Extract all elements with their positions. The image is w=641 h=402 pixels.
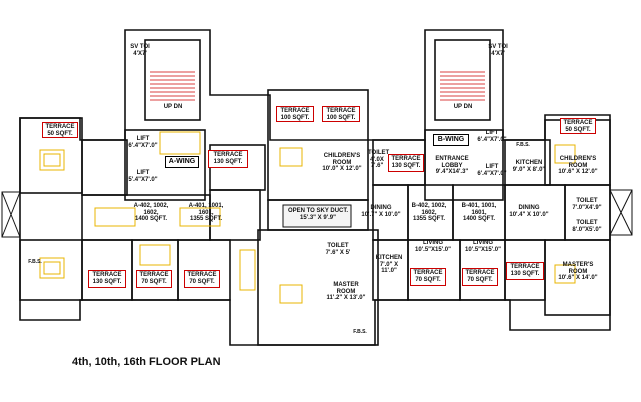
terrace-bottom-right-130: TERRACE 130 SQFT.: [506, 262, 544, 280]
terrace-top-right: TERRACE 50 SQFT.: [560, 118, 596, 134]
kitchen-right-label: KITCHEN 9'.0" X 8'.0": [512, 160, 546, 173]
terrace-center-100-right: TERRACE 100 SQFT.: [322, 106, 360, 122]
terrace-bottom-right-70a: TERRACE 70 SQFT.: [410, 268, 446, 286]
childrens-room-center-label: CHILDREN'S ROOM 10'.0" X 12'.0": [322, 153, 362, 172]
kitchen-middle-label: KITCHEN 7'.0" X 11'.0": [375, 255, 403, 274]
sv-toilet-left-label: SV TOI 4'X7': [130, 44, 150, 57]
living-2-label: LIVING 10'.5"X15'.0": [465, 240, 501, 253]
fbs-label-bottom: F.B.S.: [353, 329, 367, 335]
terrace-bottom-left-70a: TERRACE 70 SQFT.: [136, 270, 172, 288]
childrens-room-right-label: CHILDREN'S ROOM 10'.6" X 12'.0": [558, 156, 598, 175]
lift-3-label: LIFT 6'.4"X7'.0": [477, 130, 507, 143]
lift-2-label: LIFT 5'.4"X7'.0": [128, 170, 158, 183]
terrace-b-130: TERRACE 130 SQFT.: [388, 154, 424, 172]
unit-b402-label: B-402, 1002, 1602, 1355 SQFT.: [411, 203, 447, 222]
entrance-lobby-label: ENTRANCE LOBBY 9'.4"X14'.3": [435, 156, 469, 175]
fbs-label-left: F.B.S.: [28, 259, 42, 265]
terrace-bottom-left-130: TERRACE 130 SQFT.: [88, 270, 126, 288]
dining-right-label: DINING 10'.4" X 10'.0": [509, 205, 549, 218]
sv-toilet-right-label: SV TOI 4'X7': [488, 44, 508, 57]
unit-b401-label: B-401, 1001, 1601, 1400 SQFT.: [461, 203, 497, 222]
floor-plan-title: 4th, 10th, 16th FLOOR PLAN: [72, 356, 221, 368]
dining-center-label: DINING 10'.7" X 10'.0": [361, 205, 401, 218]
master-room-center-label: MASTER ROOM 11'.2" X 13'.0": [326, 282, 366, 301]
unit-a401-label: A-401, 1001, 1601, 1355 SQFT.: [188, 203, 224, 222]
stair-up-dn-left-label: UP DN: [163, 104, 183, 110]
terrace-bottom-right-70b: TERRACE 70 SQFT.: [462, 268, 498, 286]
terrace-bottom-left-70b: TERRACE 70 SQFT.: [184, 270, 220, 288]
terrace-top-left: TERRACE 50 SQFT.: [42, 122, 78, 138]
open-duct-label: OPEN TO SKY DUCT. 15'.3" X 9'.9": [287, 208, 349, 221]
lift-1-label: LIFT 6'.4"X7'.0": [128, 136, 158, 149]
a-wing-label: A-WING: [165, 156, 199, 168]
living-1-label: LIVING 10'.5"X15'.0": [415, 240, 451, 253]
lift-4-label: LIFT 6'.4"X7'.0": [477, 164, 507, 177]
master-room-right-label: MASTER'S ROOM 10'.6" X 14'.0": [558, 262, 598, 281]
b-wing-label: B-WING: [433, 134, 469, 146]
terrace-a-130: TERRACE 130 SQFT.: [208, 150, 248, 168]
toilet-center-label: TOILET 4'.0X 7'.6": [368, 150, 390, 169]
stair-up-dn-right-label: UP DN: [453, 104, 473, 110]
fbs-label-top: F.B.S.: [516, 142, 530, 148]
toilet-middle-label: TOILET 7'.6" X 5': [325, 243, 351, 256]
toilet-right-2-label: TOILET 8'.0"X5'.0": [572, 220, 602, 233]
unit-a402-label: A-402, 1002, 1602, 1400 SQFT.: [133, 203, 169, 222]
toilet-right-1-label: TOILET 7'.0"X4'.9": [572, 198, 602, 211]
terrace-center-100-left: TERRACE 100 SQFT.: [276, 106, 314, 122]
